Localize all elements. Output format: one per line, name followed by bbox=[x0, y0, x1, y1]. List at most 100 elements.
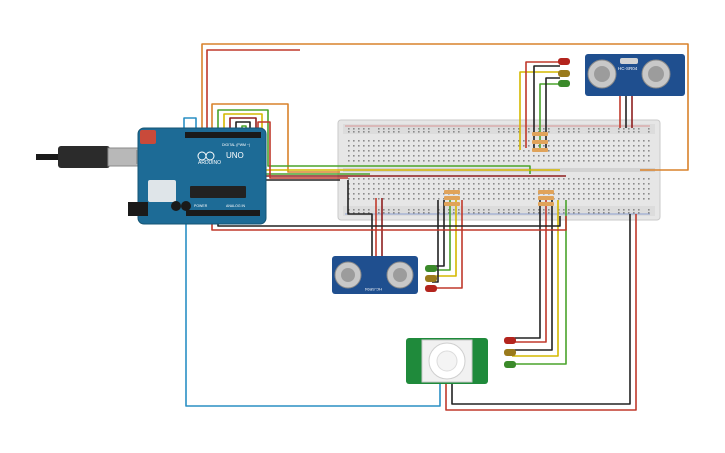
breadboard-hole bbox=[588, 145, 590, 147]
breadboard-hole bbox=[548, 131, 550, 133]
breadboard-hole bbox=[463, 188, 465, 190]
breadboard-hole bbox=[483, 212, 485, 214]
breadboard-hole bbox=[398, 140, 400, 142]
breadboard-hole bbox=[518, 178, 520, 180]
breadboard-hole bbox=[528, 128, 530, 130]
breadboard-hole bbox=[488, 131, 490, 133]
breadboard-hole bbox=[633, 155, 635, 157]
breadboard-hole bbox=[593, 131, 595, 133]
breadboard-hole bbox=[393, 183, 395, 185]
breadboard-hole bbox=[618, 131, 620, 133]
breadboard-hole bbox=[418, 140, 420, 142]
breadboard-hole bbox=[453, 188, 455, 190]
breadboard-hole bbox=[633, 150, 635, 152]
ultrasonic-bottom-label: HC-SR04 bbox=[364, 287, 382, 292]
wire-pir-black bbox=[451, 214, 631, 405]
breadboard-hole bbox=[543, 212, 545, 214]
breadboard-hole bbox=[578, 150, 580, 152]
breadboard-hole bbox=[473, 183, 475, 185]
breadboard-hole bbox=[423, 193, 425, 195]
breadboard-hole bbox=[373, 160, 375, 162]
wire-pir-blue bbox=[185, 218, 441, 407]
breadboard-hole bbox=[433, 193, 435, 195]
breadboard-hole bbox=[578, 178, 580, 180]
breadboard-hole bbox=[508, 183, 510, 185]
breadboard-hole bbox=[533, 212, 535, 214]
breadboard-hole bbox=[618, 155, 620, 157]
breadboard-hole bbox=[648, 128, 650, 130]
breadboard-hole bbox=[408, 209, 410, 211]
breadboard-hole bbox=[438, 160, 440, 162]
breadboard-hole bbox=[558, 183, 560, 185]
breadboard-hole bbox=[393, 145, 395, 147]
breadboard-hole bbox=[503, 145, 505, 147]
breadboard-hole bbox=[453, 131, 455, 133]
breadboard-hole bbox=[483, 160, 485, 162]
breadboard-hole bbox=[603, 128, 605, 130]
breadboard-hole bbox=[568, 188, 570, 190]
breadboard-hole bbox=[593, 209, 595, 211]
breadboard-hole bbox=[523, 160, 525, 162]
breadboard-hole bbox=[618, 140, 620, 142]
breadboard-hole bbox=[573, 160, 575, 162]
breadboard-hole bbox=[378, 193, 380, 195]
breadboard-hole bbox=[398, 150, 400, 152]
breadboard-hole bbox=[383, 209, 385, 211]
breadboard-hole bbox=[348, 155, 350, 157]
breadboard-hole bbox=[588, 188, 590, 190]
breadboard-hole bbox=[518, 160, 520, 162]
arduino-digital-label: DIGITAL (PWM ~) bbox=[222, 143, 250, 147]
wire-led-top-red bbox=[525, 61, 560, 148]
breadboard-hole bbox=[388, 209, 390, 211]
breadboard-hole bbox=[618, 198, 620, 200]
breadboard-hole bbox=[593, 183, 595, 185]
breadboard-hole bbox=[608, 145, 610, 147]
breadboard-hole bbox=[448, 131, 450, 133]
breadboard-hole bbox=[543, 131, 545, 133]
wire-led-top-black bbox=[533, 65, 560, 150]
breadboard-hole bbox=[358, 160, 360, 162]
breadboard-hole bbox=[393, 140, 395, 142]
breadboard-hole bbox=[623, 128, 625, 130]
breadboard-hole bbox=[383, 198, 385, 200]
breadboard-hole bbox=[503, 155, 505, 157]
breadboard-hole bbox=[443, 131, 445, 133]
breadboard-hole bbox=[623, 140, 625, 142]
breadboard-hole bbox=[483, 128, 485, 130]
breadboard-hole bbox=[358, 128, 360, 130]
breadboard-hole bbox=[408, 198, 410, 200]
breadboard-hole bbox=[593, 140, 595, 142]
breadboard-hole bbox=[358, 198, 360, 200]
breadboard-hole bbox=[368, 209, 370, 211]
breadboard-hole bbox=[528, 140, 530, 142]
breadboard-hole bbox=[588, 183, 590, 185]
breadboard-hole bbox=[403, 145, 405, 147]
breadboard-hole bbox=[403, 140, 405, 142]
breadboard-hole bbox=[518, 212, 520, 214]
breadboard-hole bbox=[388, 150, 390, 152]
breadboard-hole bbox=[423, 178, 425, 180]
breadboard-hole bbox=[458, 188, 460, 190]
breadboard-hole bbox=[628, 198, 630, 200]
breadboard-hole bbox=[353, 131, 355, 133]
breadboard-hole bbox=[463, 178, 465, 180]
breadboard-hole bbox=[493, 145, 495, 147]
breadboard-hole bbox=[393, 193, 395, 195]
breadboard-hole bbox=[618, 183, 620, 185]
breadboard-hole bbox=[598, 188, 600, 190]
led-red-icon bbox=[504, 337, 516, 344]
breadboard-hole bbox=[493, 140, 495, 142]
breadboard-hole bbox=[643, 160, 645, 162]
breadboard-hole bbox=[508, 193, 510, 195]
breadboard-hole bbox=[533, 198, 535, 200]
breadboard-hole bbox=[633, 178, 635, 180]
breadboard-hole bbox=[628, 212, 630, 214]
breadboard-hole bbox=[618, 209, 620, 211]
breadboard-hole bbox=[418, 145, 420, 147]
breadboard-hole bbox=[433, 178, 435, 180]
breadboard-hole bbox=[388, 198, 390, 200]
breadboard-hole bbox=[548, 128, 550, 130]
breadboard-hole bbox=[363, 155, 365, 157]
wire-blue-top bbox=[183, 117, 197, 128]
breadboard-hole bbox=[478, 128, 480, 130]
